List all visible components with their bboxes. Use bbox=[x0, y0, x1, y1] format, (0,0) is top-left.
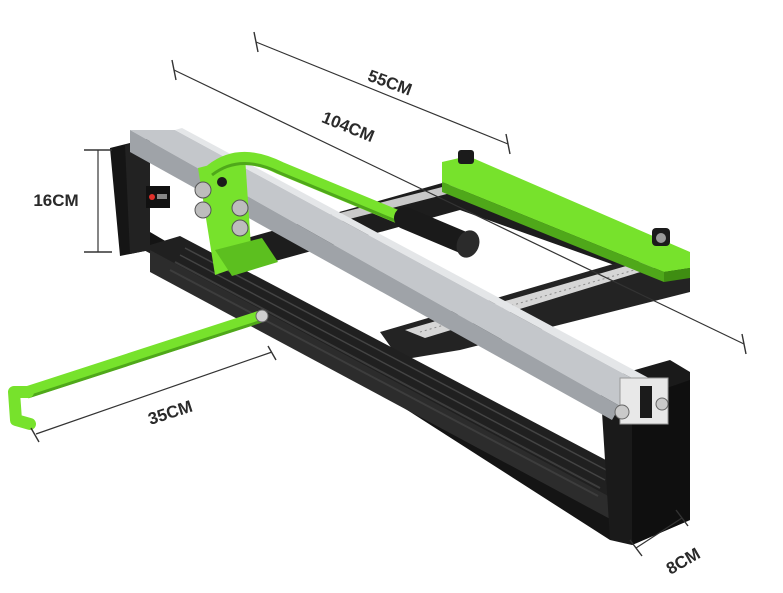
clamp-knob-icon bbox=[458, 150, 474, 164]
guide-rail bbox=[130, 128, 660, 420]
cutting-carriage bbox=[194, 156, 278, 276]
dimension-55cm: 55CM bbox=[253, 31, 511, 155]
label-35cm: 35CM bbox=[146, 397, 195, 429]
label-55cm: 55CM bbox=[365, 66, 414, 99]
side-support-bar bbox=[442, 150, 690, 282]
label-104cm: 104CM bbox=[319, 108, 377, 146]
front-crank-handle bbox=[8, 309, 269, 430]
rail-end-clamp bbox=[614, 377, 669, 425]
label-8cm: 8CM bbox=[663, 544, 704, 578]
dimension-35cm: 35CM bbox=[30, 345, 277, 443]
lever-handle bbox=[205, 152, 480, 258]
label-16cm: 16CM bbox=[33, 191, 78, 210]
brand-badge bbox=[146, 186, 170, 208]
dimension-16cm: 16CM bbox=[33, 149, 112, 253]
